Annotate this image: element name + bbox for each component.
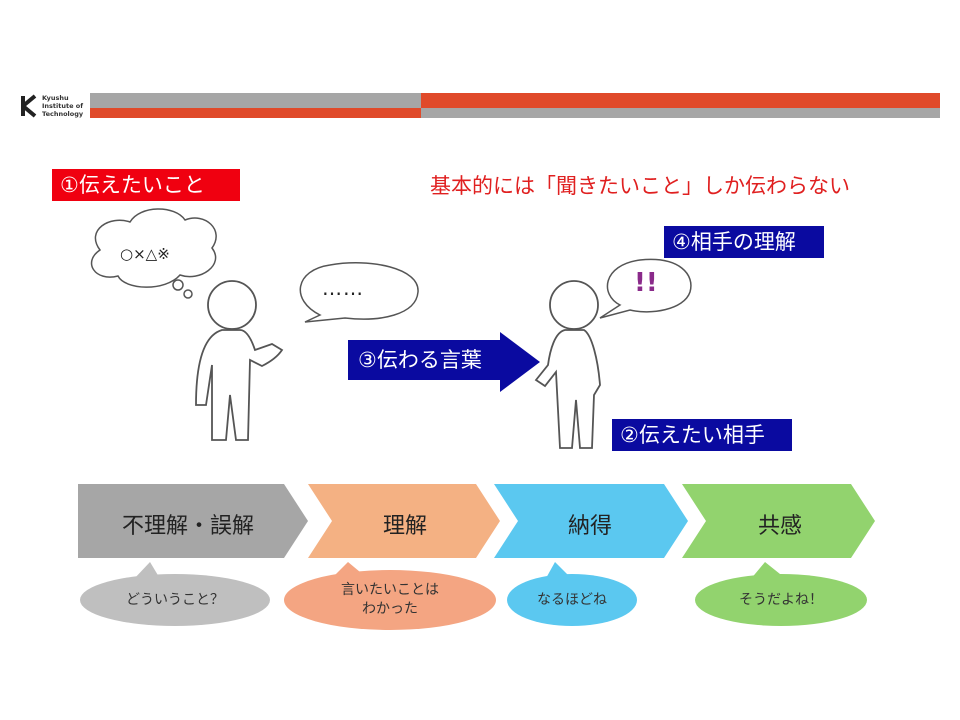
- logo-text: Institute of: [42, 102, 84, 110]
- header-bar-gray-right: [421, 108, 940, 118]
- speech-bubble-right: [599, 258, 692, 319]
- header-bar-red-right: [421, 93, 940, 108]
- stage-label: 納得: [567, 514, 612, 539]
- label-words: ③伝わる言葉: [358, 348, 482, 372]
- arrow: [348, 332, 540, 392]
- stage-chevron-empathy: [682, 484, 875, 558]
- stage-label: 不理解・誤解: [121, 514, 254, 539]
- stage-chevron-understanding: [308, 484, 500, 558]
- person-left: [195, 280, 284, 441]
- logo-text: Technology: [42, 110, 84, 118]
- header-bar-red-left: [90, 108, 421, 118]
- stage-label: 理解: [382, 514, 427, 539]
- illustration: [90, 208, 692, 449]
- stage-label: 共感: [757, 514, 802, 539]
- reaction-text: !!: [634, 268, 658, 298]
- speech-bubble-left: [299, 262, 419, 323]
- header-bar-gray-left: [90, 93, 421, 108]
- label-target: ②伝えたい相手: [612, 419, 792, 451]
- logo-text: Kyushu: [42, 94, 69, 102]
- speech-text: ……: [322, 276, 364, 300]
- stage-reply: なるほどね: [537, 592, 607, 608]
- label-understanding: ④相手の理解: [664, 226, 824, 258]
- stage-reply: そうだよね！: [739, 592, 823, 608]
- label-want-to-convey: ①伝えたいこと: [52, 169, 240, 201]
- stage-chevron-convinced: [494, 484, 688, 558]
- person-right: [534, 280, 601, 449]
- logo-mark-icon: [21, 94, 37, 118]
- headline: 基本的には「聞きたいこと」しか伝わらない: [430, 174, 850, 198]
- reply-bubbles: [80, 562, 867, 630]
- thought-text: ○×△※: [120, 245, 170, 263]
- stage-reply: 言いたいことは わかった: [341, 582, 439, 617]
- thought-cloud: [90, 208, 217, 299]
- logo: Kyushu Institute of Technology: [20, 94, 90, 120]
- stage-chevron-misunderstanding: [78, 484, 308, 558]
- stage-reply: どういうこと？: [126, 592, 224, 608]
